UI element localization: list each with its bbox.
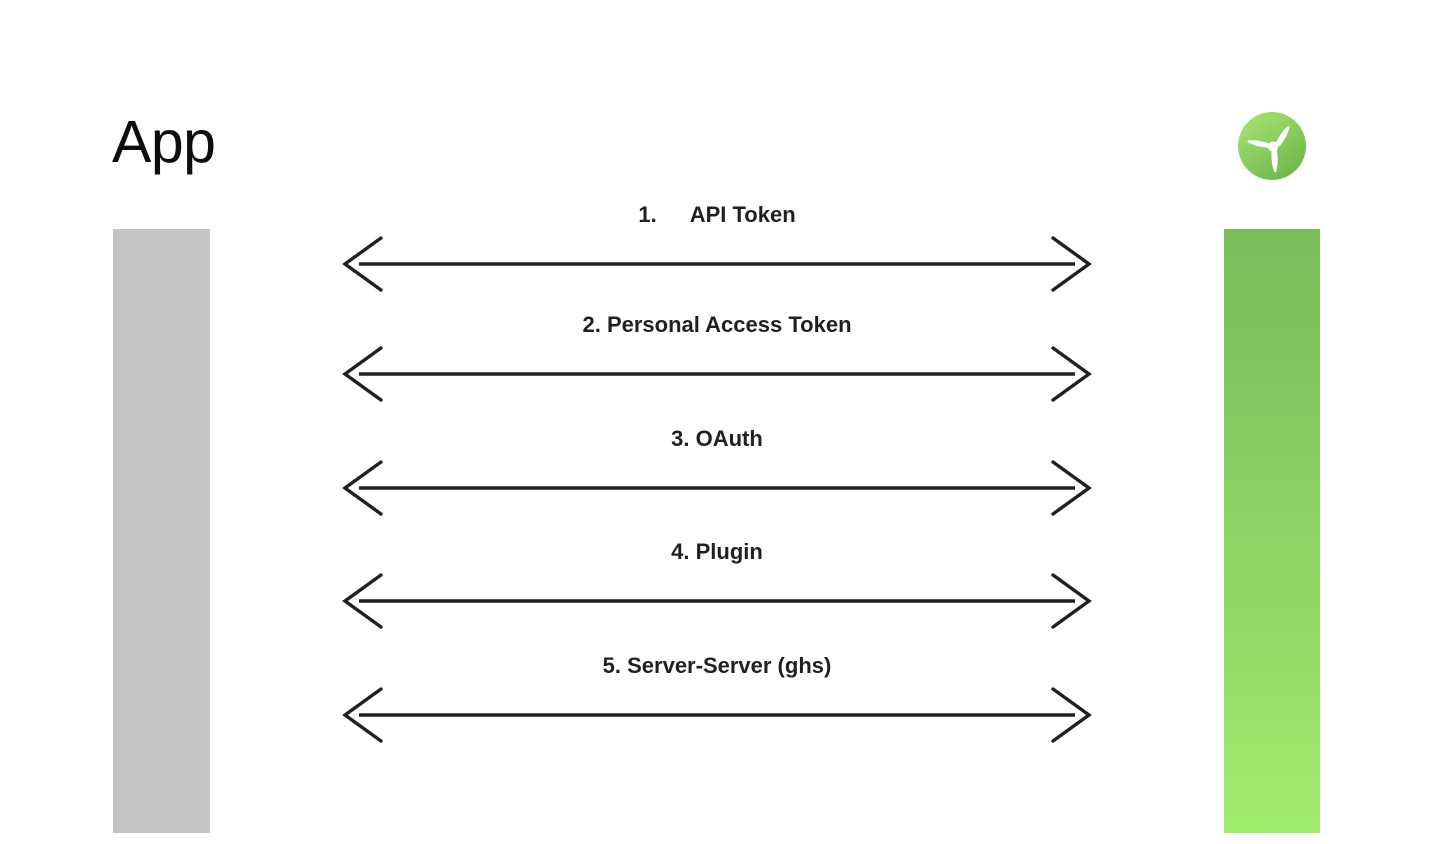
- flow-label-1: 1. API Token: [638, 202, 796, 227]
- flow-label-2: 2. Personal Access Token: [582, 312, 852, 337]
- flow-row-1: 1. API Token: [337, 202, 1097, 302]
- flow-row-5: 5. Server-Server (ghs): [337, 653, 1097, 753]
- flow-arrow-2: [342, 346, 1092, 402]
- flow-label-5: 5. Server-Server (ghs): [602, 653, 832, 678]
- service-lifeline-bar: [1224, 229, 1320, 833]
- flow-row-4: 4. Plugin: [337, 539, 1097, 639]
- app-lifeline-bar: [113, 229, 210, 833]
- propeller-logo-icon: [1237, 111, 1307, 181]
- flow-arrow-3: [342, 460, 1092, 516]
- flow-label-3: 3. OAuth: [671, 426, 763, 451]
- flow-row-2: 2. Personal Access Token: [337, 312, 1097, 412]
- flow-row-3: 3. OAuth: [337, 426, 1097, 526]
- flow-arrow-1: [342, 236, 1092, 292]
- flow-arrow-4: [342, 573, 1092, 629]
- flow-label-4: 4. Plugin: [671, 539, 763, 564]
- page-title: App: [112, 109, 216, 175]
- flow-arrow-5: [342, 687, 1092, 743]
